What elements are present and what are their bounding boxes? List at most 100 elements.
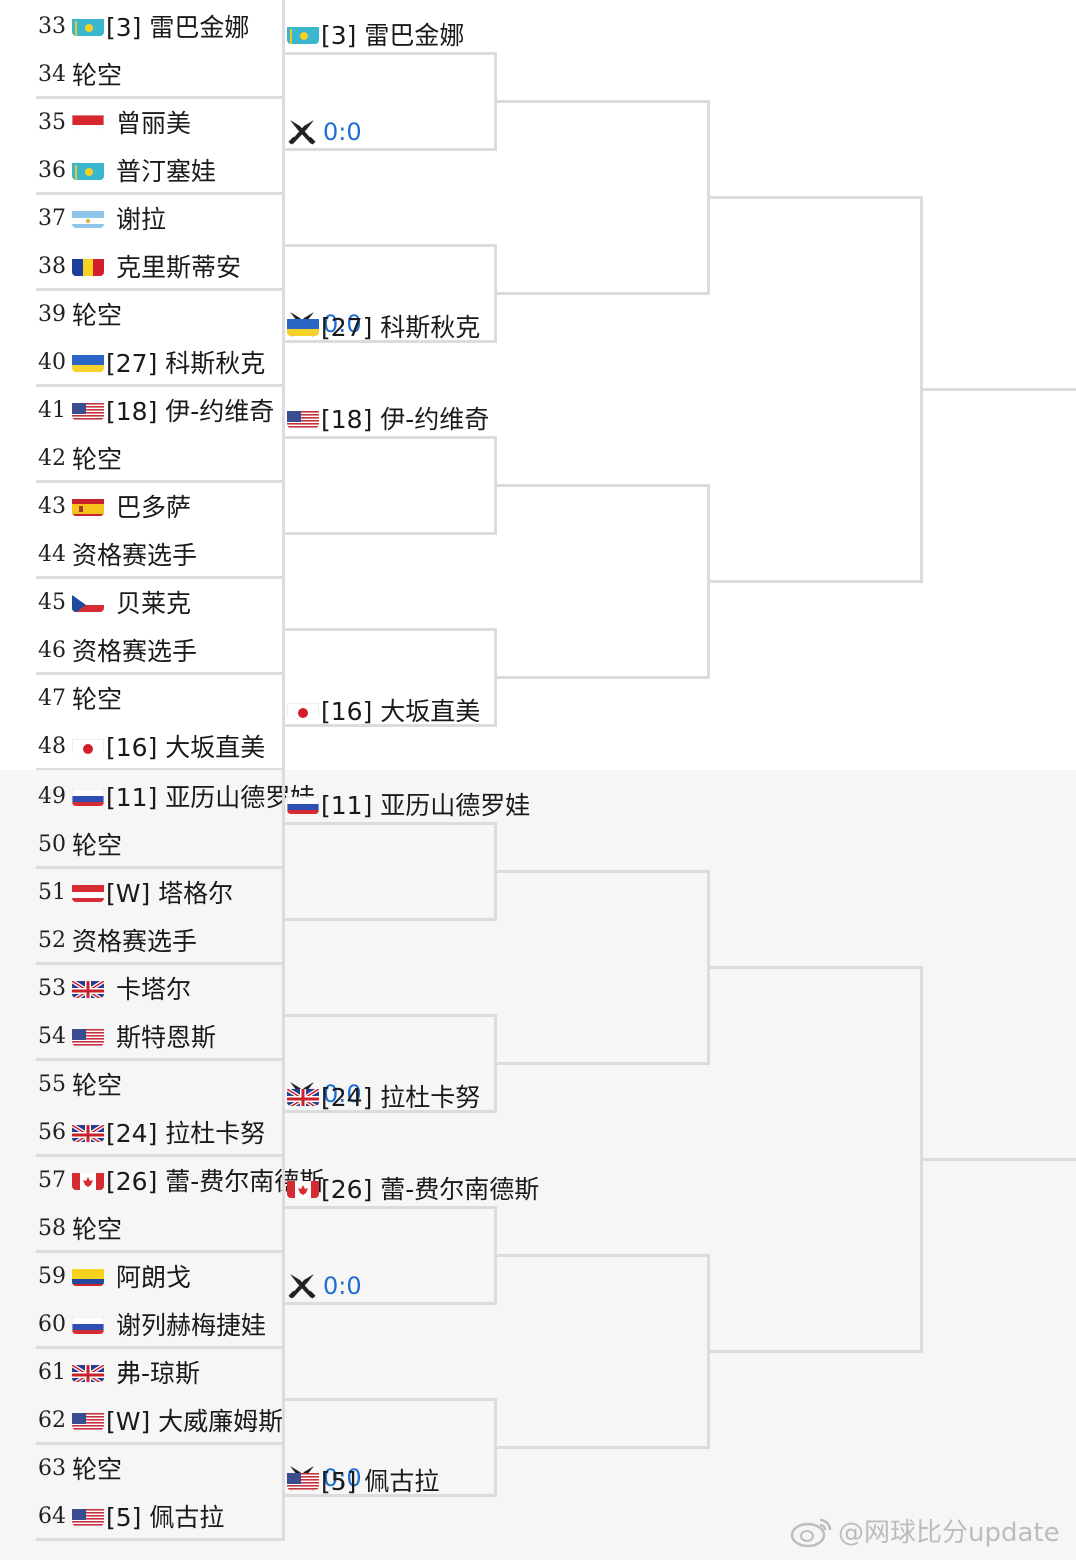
player-name: 斯特恩斯 [116,1023,217,1052]
draw-position: 61 [38,1359,66,1385]
bracket-line [284,1014,496,1017]
match-score[interactable]: 0:0 [287,114,362,150]
draw-position: 49 [38,783,66,809]
bracket-line [707,1254,710,1449]
player-row[interactable]: 49[11] 亚历山德罗娃 [38,776,315,816]
player-row[interactable]: 62[W] 大威廉姆斯 [38,1400,283,1440]
player-name: 巴多萨 [116,493,192,522]
player-name: 资格赛选手 [72,541,198,570]
player-name: [5] 佩古拉 [106,1503,225,1532]
round2-winner[interactable]: [27] 科斯秋克 [287,306,480,346]
round2-winner[interactable]: [5] 佩古拉 [287,1460,439,1500]
flag-us-icon [287,408,319,428]
player-name: 轮空 [72,61,123,90]
player-name: 资格赛选手 [72,637,198,666]
player-name: 贝莱克 [116,589,192,618]
watermark: @网球比分update [790,1512,1060,1549]
round2-winner[interactable]: [16] 大坂直美 [287,690,480,730]
winner-name: [3] 雷巴金娜 [321,21,465,50]
versus-icon [288,1274,316,1299]
player-name: 阿朗戈 [116,1263,192,1292]
bracket-line [710,580,922,583]
player-name: 轮空 [72,1215,123,1244]
draw-position: 51 [38,879,66,905]
draw-position: 50 [38,831,66,857]
bracket-line [497,292,709,295]
bracket-line [497,100,709,103]
player-name: [27] 科斯秋克 [106,349,266,378]
player-name: 轮空 [72,685,123,714]
player-name: [W] 大威廉姆斯 [106,1407,284,1436]
match-box-r1 [36,576,285,675]
bracket-line [494,822,497,921]
winner-name: [11] 亚历山德罗娃 [321,791,531,820]
player-row[interactable]: 33[3] 雷巴金娜 [38,6,249,46]
player-row[interactable]: 48[16] 大坂直美 [38,726,265,766]
match-box-r1 [36,1346,285,1445]
winner-name: [24] 拉杜卡努 [321,1083,481,1112]
round2-winner[interactable]: [18] 伊-约维奇 [287,398,489,438]
bracket-line [284,724,496,727]
player-row[interactable]: 41[18] 伊-约维奇 [38,390,274,430]
round2-winner[interactable]: [24] 拉杜卡努 [287,1076,480,1116]
bracket-line [497,1062,709,1065]
score-text: 0:0 [323,118,362,146]
bracket-line [494,1206,497,1305]
flag-ru-icon [287,794,319,814]
bracket-line [710,1350,922,1353]
flag-gb-icon [72,978,104,998]
bracket-line [497,1254,709,1257]
player-row[interactable]: 40[27] 科斯秋克 [38,342,265,382]
player-row[interactable]: 51[W] 塔格尔 [38,872,233,912]
bracket-line [284,340,496,343]
player-row[interactable]: 64[5] 佩古拉 [38,1496,224,1536]
player-row[interactable]: 37 谢拉 [38,198,166,238]
player-name: 谢拉 [116,205,167,234]
match-box-r1 [36,96,285,195]
flag-jp-icon [287,700,319,720]
flag-id-icon [72,112,104,132]
player-name: [3] 雷巴金娜 [106,13,250,42]
round2-winner[interactable]: [3] 雷巴金娜 [287,14,464,54]
bracket-line [920,966,923,1353]
draw-position: 57 [38,1167,66,1193]
bracket-line [497,870,709,873]
bracket-line [284,1206,496,1209]
draw-position: 47 [38,685,66,711]
round2-winner[interactable]: [11] 亚历山德罗娃 [287,784,530,824]
bracket-line [284,436,496,439]
player-name: 卡塔尔 [116,975,192,1004]
flag-ar-icon [72,208,104,228]
round2-winner[interactable]: [26] 蕾-费尔南德斯 [287,1168,539,1208]
player-row[interactable]: 56[24] 拉杜卡努 [38,1112,265,1152]
player-name: 普汀塞娃 [116,157,217,186]
draw-position: 42 [38,445,66,471]
flag-kz-icon [72,160,104,180]
bracket-line [284,822,496,825]
match-box-r1 [36,866,285,965]
draw-position: 37 [38,205,66,231]
match-score[interactable]: 0:0 [287,1268,362,1304]
